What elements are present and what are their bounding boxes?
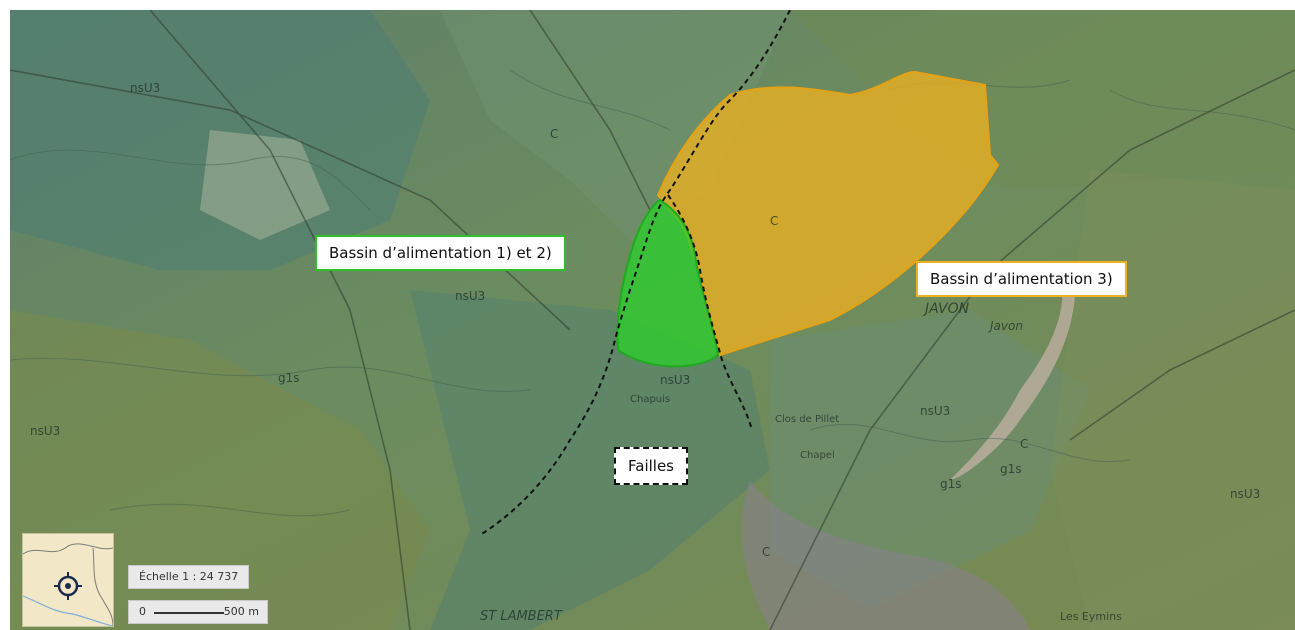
geology-label: nsU3	[130, 81, 160, 95]
geology-zone	[1050, 170, 1295, 630]
overview-border-line	[22, 543, 114, 555]
geology-label: JAVON	[922, 301, 970, 317]
geology-label: C	[770, 214, 778, 228]
scale-bar-start: 0	[139, 605, 146, 618]
geology-label: C	[1020, 437, 1028, 451]
geology-zone	[200, 130, 330, 240]
geology-label: nsU3	[30, 424, 60, 438]
geology-label: g1s	[1000, 462, 1022, 476]
geology-label: nsU3	[920, 404, 950, 418]
map-canvas[interactable]: nsU3 nsU3 nsU3 nsU3 nsU3 g1s g1s g1s C C…	[10, 10, 1295, 630]
geology-zone	[410, 290, 770, 630]
geology-label: Les Eymins	[1060, 610, 1122, 623]
geology-zone	[770, 310, 1090, 610]
fault-line-west	[479, 10, 791, 536]
scale-bar-line	[154, 612, 224, 614]
geology-label: nsU3	[455, 289, 485, 303]
overview-river	[22, 595, 114, 627]
geology-zone	[10, 10, 430, 270]
scale-ratio: Échelle 1 : 24 737	[128, 565, 250, 589]
fault-line-east	[667, 194, 753, 431]
crosshair-target-icon	[54, 572, 82, 600]
geology-label: C	[550, 127, 558, 141]
geology-label: ST LAMBERT	[480, 609, 563, 624]
faults-callout: Failles	[614, 447, 688, 485]
geology-label: Javon	[988, 319, 1023, 333]
scale-bar: 0 500 m	[128, 600, 268, 624]
overview-border-line	[92, 547, 114, 627]
geology-label: g1s	[940, 477, 962, 491]
basin-3-callout: Bassin d’alimentation 3)	[916, 261, 1127, 297]
geology-label: g1s	[278, 371, 300, 385]
overview-minimap[interactable]	[22, 533, 114, 627]
geologic-map[interactable]: nsU3 nsU3 nsU3 nsU3 nsU3 g1s g1s g1s C C…	[10, 10, 1295, 630]
geology-label: Chapuis	[630, 394, 670, 405]
geology-label: C	[762, 545, 770, 559]
basin-1-2-polygon[interactable]	[616, 198, 720, 368]
geology-label: Chapel	[800, 450, 835, 461]
river-valley	[741, 480, 1030, 630]
fault-lines	[479, 10, 791, 536]
geology-label: nsU3	[1230, 487, 1260, 501]
geology-zone	[10, 310, 430, 630]
basin-1-2-callout: Bassin d’alimentation 1) et 2)	[315, 235, 566, 271]
geology-label: Clos de Pillet	[775, 414, 839, 425]
geology-label: nsU3	[660, 373, 690, 387]
geology-zone	[790, 10, 1295, 190]
scale-bar-end: 500 m	[223, 605, 259, 618]
